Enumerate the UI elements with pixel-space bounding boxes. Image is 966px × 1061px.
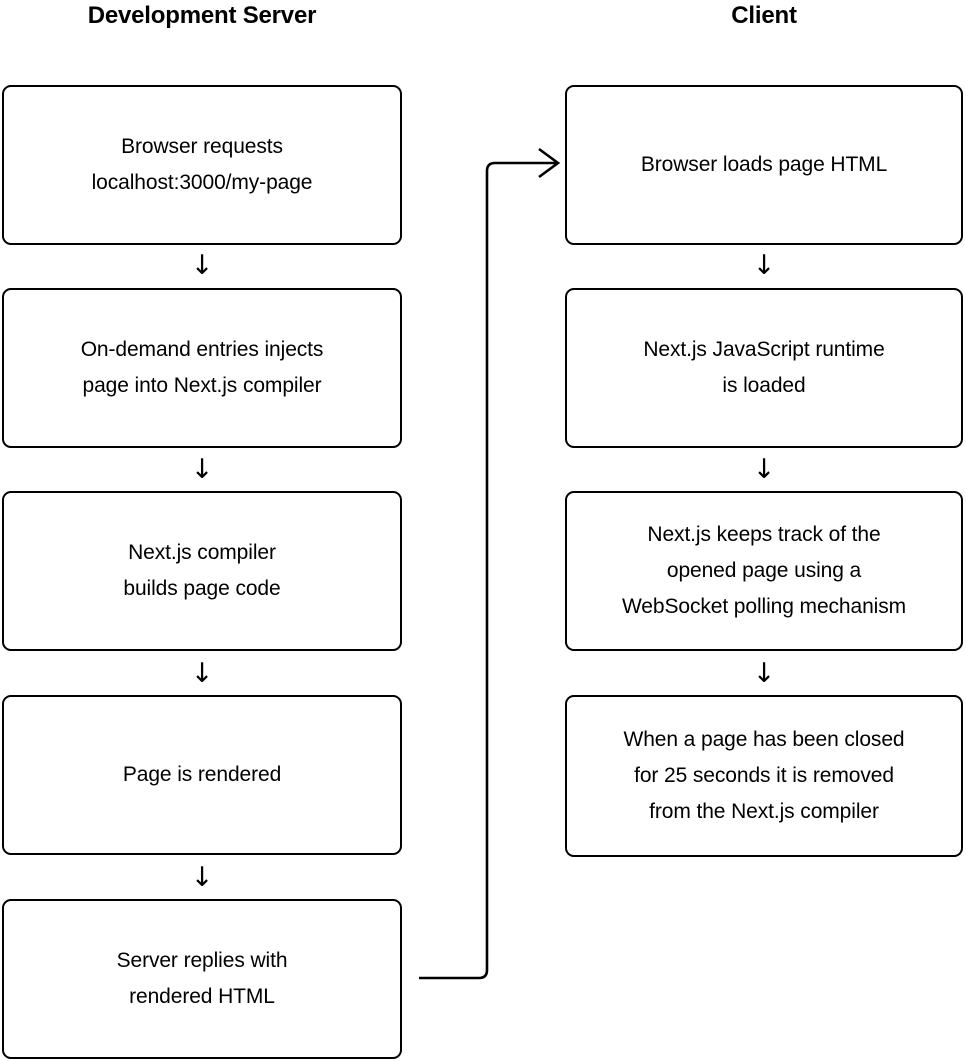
flow-arrow-down-client-3-4: ↓	[752, 658, 776, 689]
flow-node-dev-5[interactable]: Server replies with rendered HTML	[2, 899, 402, 1059]
flow-node-client-4[interactable]: When a page has been closed for 25 secon…	[565, 695, 963, 857]
flow-node-dev-4-label: Page is rendered	[122, 763, 282, 786]
flow-arrow-down-dev-3-4: ↓	[190, 658, 214, 689]
flow-node-dev-1[interactable]: Browser requests localhost:3000/my-page	[2, 85, 402, 245]
flow-node-dev-4[interactable]: Page is rendered	[2, 695, 402, 855]
flow-node-client-4-label: When a page has been closed for 25 secon…	[623, 728, 905, 823]
flow-node-dev-2[interactable]: On-demand entries injects page into Next…	[2, 288, 402, 448]
flow-node-client-1-label: Browser loads page HTML	[640, 153, 888, 176]
flow-arrow-down-dev-1-2: ↓	[190, 250, 214, 281]
flow-node-client-3-label: Next.js keeps track of the opened page u…	[621, 523, 907, 618]
flow-node-dev-3[interactable]: Next.js compiler builds page code	[2, 491, 402, 651]
column-heading-development-server: Development Server	[87, 2, 317, 29]
flow-node-client-3[interactable]: Next.js keeps track of the opened page u…	[565, 491, 963, 651]
flow-node-dev-2-label: On-demand entries injects page into Next…	[80, 338, 324, 397]
connector-arrowhead-icon	[538, 147, 561, 179]
flow-node-dev-1-label: Browser requests localhost:3000/my-page	[91, 135, 313, 194]
flow-node-dev-3-label: Next.js compiler builds page code	[123, 541, 281, 600]
connector-path	[419, 161, 556, 980]
column-heading-client: Client	[731, 2, 797, 29]
flow-node-client-2-label: Next.js JavaScript runtime is loaded	[643, 338, 885, 397]
flow-arrow-down-client-1-2: ↓	[752, 250, 776, 281]
flow-node-client-1[interactable]: Browser loads page HTML	[565, 85, 963, 245]
flow-arrow-down-client-2-3: ↓	[752, 454, 776, 485]
flow-arrow-down-dev-2-3: ↓	[190, 454, 214, 485]
flow-node-dev-5-label: Server replies with rendered HTML	[116, 949, 288, 1008]
flow-arrow-down-dev-4-5: ↓	[190, 862, 214, 893]
flow-node-client-2[interactable]: Next.js JavaScript runtime is loaded	[565, 288, 963, 448]
